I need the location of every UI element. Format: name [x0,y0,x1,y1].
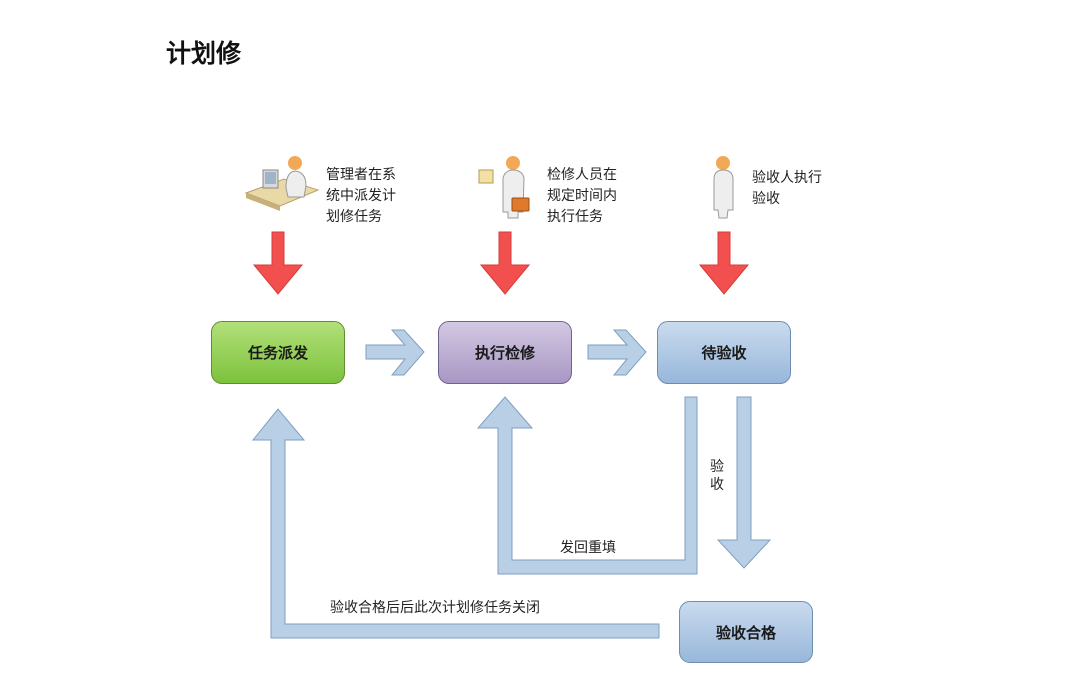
role-desc-worker: 检修人员在 规定时间内 执行任务 [547,165,617,228]
role-desc-inspector: 验收人执行 验收 [752,168,822,210]
return-label: 发回重填 [560,540,616,556]
red-down-arrow-3 [698,231,750,295]
desc-line: 验收人执行 [752,170,822,186]
close-path-arrow [251,408,660,639]
page-title: 计划修 [166,39,242,68]
step-dispatch: 任务派发 [211,321,345,384]
manager-at-desk-icon [244,156,320,211]
close-label: 验收合格后后此次计划修任务关闭 [330,600,540,616]
return-path-arrow [476,396,698,575]
red-down-arrow-1 [252,231,304,295]
step-pending: 待验收 [657,321,791,384]
desc-line: 执行任务 [547,209,603,225]
role-desc-manager: 管理者在系 统中派发计 划修任务 [326,165,396,228]
desc-line: 验收 [752,191,780,207]
desc-line: 检修人员在 [547,167,617,183]
step-execute: 执行检修 [438,321,572,384]
desc-line: 规定时间内 [547,188,617,204]
blue-right-arrow-1 [365,329,425,376]
accept-label-char: 验 [710,459,724,475]
desc-line: 统中派发计 [326,188,396,204]
red-down-arrow-2 [479,231,531,295]
accept-label-char: 收 [710,477,724,493]
desc-line: 划修任务 [326,209,382,225]
accept-label: 验 收 [709,458,725,494]
blue-right-arrow-2 [587,329,647,376]
repair-worker-with-toolbox-icon [478,156,530,219]
inspector-person-icon [713,156,734,219]
desc-line: 管理者在系 [326,167,396,183]
step-passed: 验收合格 [679,601,813,663]
accept-path-arrow [716,396,772,569]
